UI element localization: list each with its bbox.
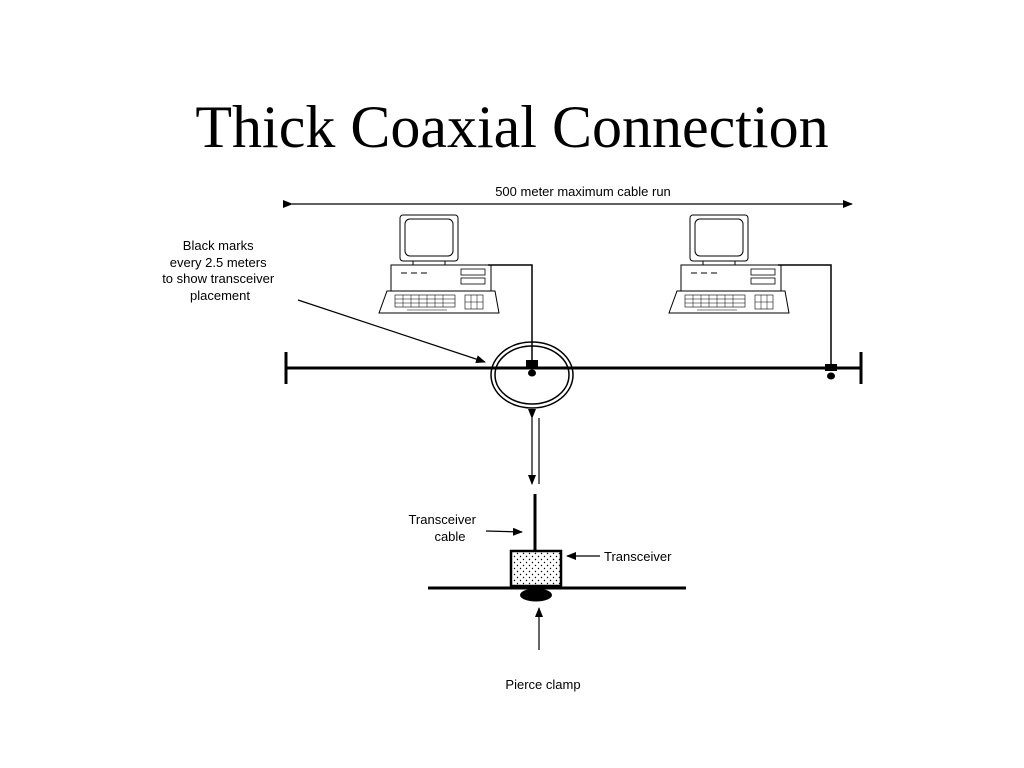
pierce-clamp-shape	[520, 588, 552, 602]
computer-icon-left	[378, 214, 500, 314]
black-marks-arrow	[297, 299, 486, 363]
black-marks-label: Black marks every 2.5 meters to show tra…	[162, 238, 278, 303]
drop-cable-left	[488, 264, 533, 362]
transceiver-left	[526, 360, 538, 377]
drop-cable-right	[778, 264, 832, 368]
zoom-double-arrow	[528, 409, 540, 485]
computer-icon-right	[668, 214, 790, 314]
detail-transceiver-box	[509, 549, 563, 588]
magnify-circle-outer	[490, 341, 574, 409]
pierce-clamp-label: Pierce clamp	[505, 677, 580, 692]
cable-run-label: 500 meter maximum cable run	[495, 184, 671, 199]
transceiver-cable-label: Transceiver cable	[408, 512, 479, 544]
transceiver-right	[825, 364, 837, 380]
slide-title: Thick Coaxial Connection	[195, 94, 829, 160]
transceiver-label: Transceiver	[604, 549, 672, 564]
magnify-circle-inner	[494, 345, 570, 405]
transceiver-cable-arrow	[485, 527, 523, 536]
